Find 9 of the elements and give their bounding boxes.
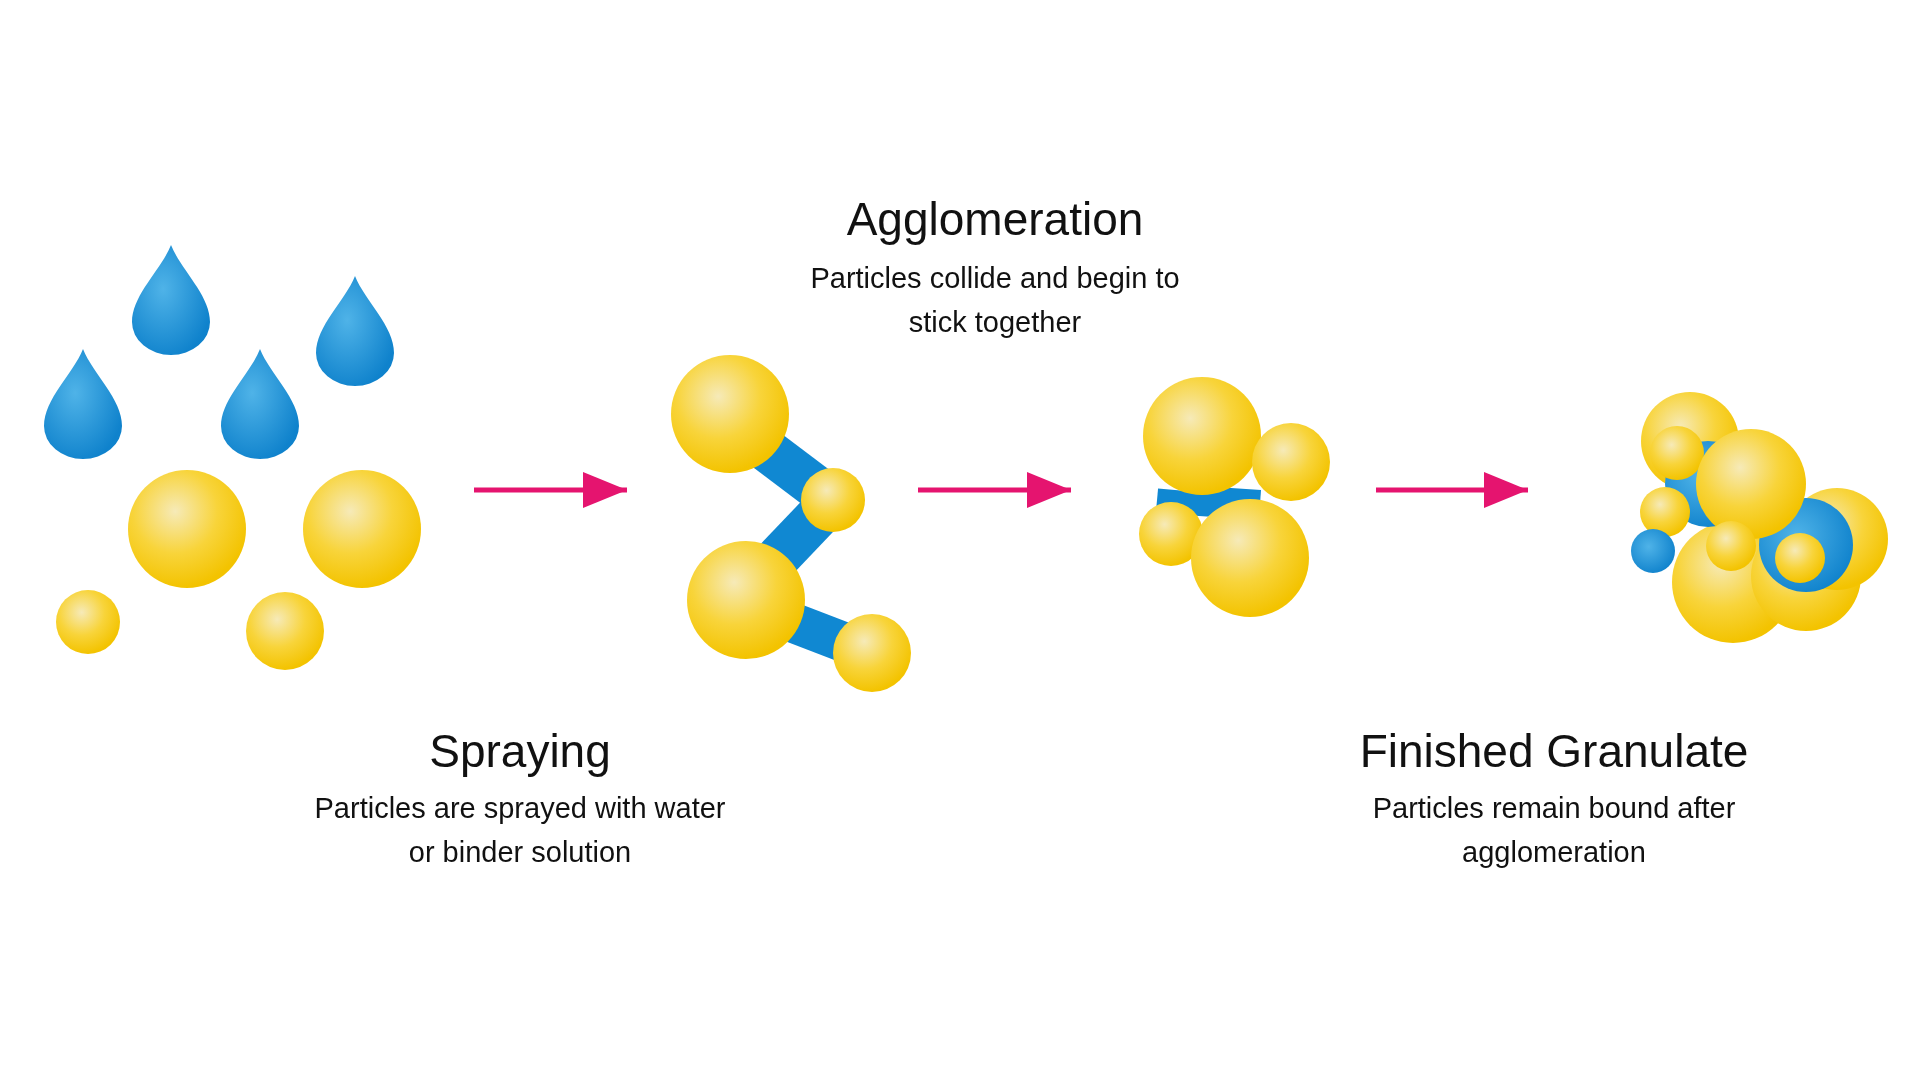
stage-description: Particles collide and begin to stick together — [809, 261, 1181, 340]
arrow — [918, 472, 1071, 508]
arrow — [1376, 472, 1528, 508]
stage-description: Particles remain bound after agglomeration — [1371, 791, 1737, 870]
stage-description: Particles are sprayed with water or binder solution — [313, 791, 727, 870]
stage-heading: Spraying — [429, 724, 611, 778]
arrow — [474, 472, 627, 508]
stage-heading: Finished Granulate — [1359, 724, 1749, 778]
stage-heading: Agglomeration — [846, 192, 1144, 246]
